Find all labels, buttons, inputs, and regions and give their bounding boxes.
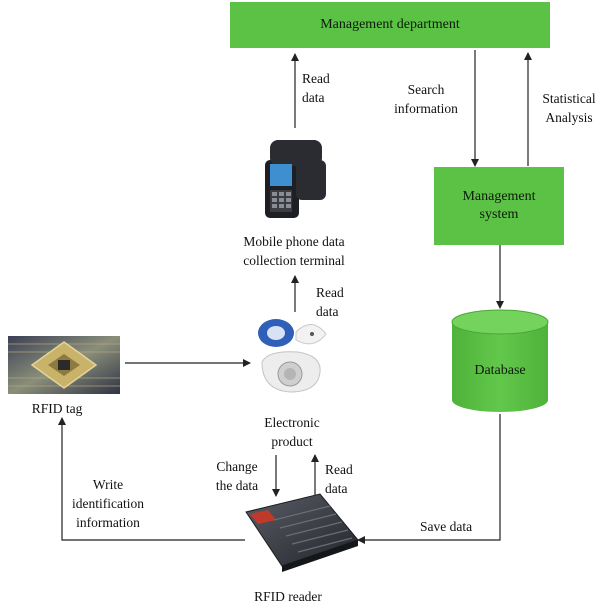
management-department-box: Management department	[230, 2, 550, 48]
rfid-reader-label: RFID reader	[254, 589, 322, 604]
management-department-label: Management department	[320, 16, 460, 32]
edge-label-read-data-top: Read data	[302, 71, 330, 105]
electronic-product-label: Electronic product	[264, 415, 320, 449]
edge-label-read-data-mid: Read data	[316, 285, 344, 319]
management-system-label-line2: system	[479, 207, 519, 222]
database-cylinder	[451, 309, 549, 412]
edge-label-read-data-bottom: Read data	[325, 462, 353, 496]
edge-label-search-information: Search information	[394, 82, 458, 116]
mobile-terminal-label: Mobile phone data collection terminal	[243, 234, 345, 268]
management-system-label-line1: Management	[462, 188, 536, 204]
edge-label-statistical-analysis: Statistical Analysis	[542, 91, 596, 125]
edge-label-save-data: Save data	[420, 519, 473, 534]
mobile-terminal-image	[265, 140, 326, 218]
database-label: Database	[474, 363, 526, 378]
edge-label-write-information: Write identification information	[72, 477, 144, 530]
rfid-tag-image	[8, 336, 120, 394]
electronic-product-image	[258, 319, 327, 393]
edge-save-data	[357, 414, 501, 544]
management-system-box: Management system	[434, 167, 564, 245]
edge-label-change-data: Change the data	[215, 459, 259, 493]
edge-write-information	[58, 417, 245, 541]
rfid-tag-label: RFID tag	[31, 401, 83, 416]
rfid-reader-image	[245, 493, 359, 572]
